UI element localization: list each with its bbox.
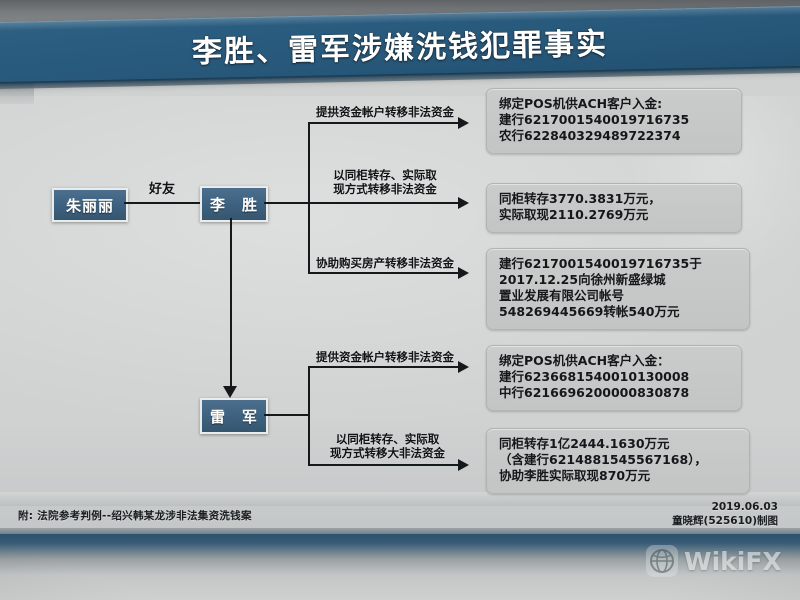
edge-label-li-branch-2: 以同柜转存、实际取 现方式转移非法资金 <box>333 168 437 196</box>
edge-lei-branch-1 <box>308 366 460 368</box>
detail-box-2: 同柜转存3770.3831万元， 实际取现2110.2769万元 <box>486 183 742 233</box>
arrow-head-li-branch-3 <box>458 267 469 279</box>
credit-block: 2019.06.03 童晓辉(525610)制图 <box>672 500 778 528</box>
detail-line: 548269445669转帐540万元 <box>499 304 680 319</box>
board-bottom-ledge <box>0 492 800 506</box>
detail-line: 建行6217001540019716735于 <box>499 256 702 271</box>
edge-label-li-branch-1: 提拱资金帐户转移非法资金 <box>316 105 454 119</box>
detail-line: 实际取现2110.2769万元 <box>499 207 649 222</box>
detail-box-4: 绑定POS机供ACH客户入金： 建行6236681540010130008 中行… <box>486 345 742 411</box>
arrow-head-lei-branch-1 <box>458 361 469 373</box>
detail-line: （含建行6214881545567168）， <box>499 452 707 467</box>
detail-line: 建行6236681540010130008 <box>499 369 690 384</box>
edge-li-trunk <box>264 202 310 204</box>
detail-line: 绑定POS机供ACH客户入金： <box>499 353 670 368</box>
edge-li-to-lei <box>230 218 232 390</box>
detail-box-5: 同柜转存1亿2444.1630万元 （含建行6214881545567168），… <box>486 428 750 494</box>
credit-author: 童晓辉(525610)制图 <box>672 515 778 527</box>
node-label: 雷 军 <box>209 407 258 426</box>
edge-li-branch-2 <box>308 202 460 204</box>
detail-line: 协助李胜实际取现870万元 <box>499 468 651 483</box>
detail-line: 中行6216696200000830878 <box>499 385 690 400</box>
node-zhu-lili: 朱丽丽 <box>52 188 128 222</box>
node-label: 朱丽丽 <box>65 196 114 215</box>
arrow-head-li-branch-2 <box>458 197 469 209</box>
credit-date: 2019.06.03 <box>711 501 778 513</box>
arrow-head-lei-branch-2 <box>458 459 469 471</box>
edge-li-branch-3 <box>308 272 460 274</box>
arrow-head-li-branch-1 <box>458 117 469 129</box>
detail-box-1: 绑定POS机供ACH客户入金: 建行6217001540019716735 农行… <box>486 88 742 154</box>
watermark: WikiFX <box>646 545 782 577</box>
edge-lei-spine <box>308 366 310 466</box>
arrow-head-li-to-lei <box>223 386 237 398</box>
detail-line: 置业发展有限公司帐号 <box>499 288 625 303</box>
detail-line: 绑定POS机供ACH客户入金: <box>499 96 663 111</box>
detail-line: 建行6217001540019716735 <box>499 112 690 127</box>
detail-line: 同柜转存3770.3831万元， <box>499 191 661 206</box>
edge-label-lei-branch-2: 以同柜转存、实际取 现方式转移大非法资金 <box>330 432 445 460</box>
detail-line: 同柜转存1亿2444.1630万元 <box>499 436 670 451</box>
detail-line: 2017.12.25向徐州新盛绿城 <box>499 272 666 287</box>
edge-label-li-branch-3: 协助购买房产转移非法资金 <box>316 256 454 270</box>
edge-li-spine <box>308 122 310 274</box>
edge-label-friendship: 好友 <box>148 182 175 197</box>
detail-line: 农行622840329489722374 <box>499 128 681 143</box>
node-label: 李 胜 <box>209 195 258 214</box>
edge-zhu-to-li <box>124 202 200 204</box>
globe-icon <box>646 545 678 577</box>
edge-li-branch-1 <box>308 122 460 124</box>
node-lei-jun: 雷 军 <box>200 398 268 434</box>
node-li-sheng: 李 胜 <box>200 186 268 222</box>
edge-lei-branch-2 <box>308 464 460 466</box>
edge-label-lei-branch-1: 提供资金帐户转移非法资金 <box>316 350 454 364</box>
watermark-text: WikiFX <box>684 546 782 576</box>
detail-box-3: 建行6217001540019716735于 2017.12.25向徐州新盛绿城… <box>486 248 750 330</box>
footnote: 附: 法院参考判例--绍兴韩某龙涉非法集资洗钱案 <box>18 510 252 522</box>
edge-lei-trunk <box>264 414 310 416</box>
